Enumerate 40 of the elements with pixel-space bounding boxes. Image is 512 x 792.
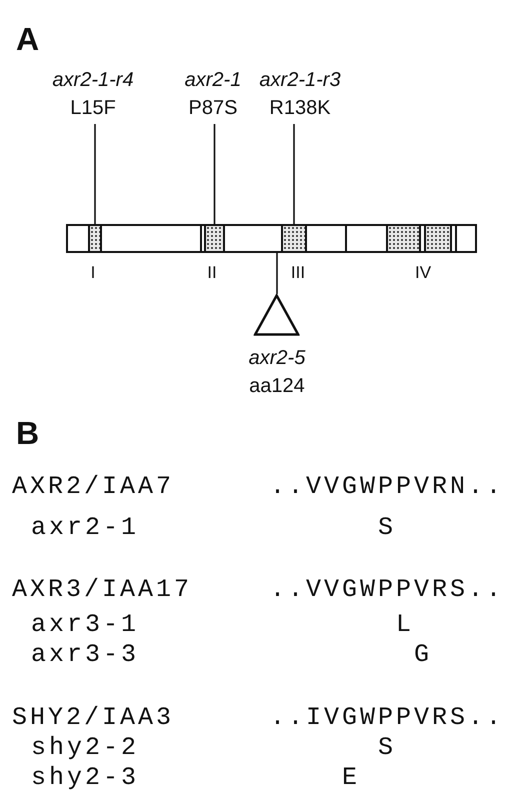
substitution-letter: G <box>414 641 432 669</box>
sequence-text: ..VVGWPPVRN.. <box>270 473 504 501</box>
mutant-name: axr2-1-r3 <box>259 68 341 92</box>
domain-box <box>424 226 452 251</box>
protein-bar <box>66 224 477 253</box>
protein-name: AXR3/IAA17 <box>12 576 192 604</box>
substitution-letter: S <box>378 734 396 762</box>
substitution-letter: S <box>378 514 396 542</box>
domain-box <box>281 226 307 251</box>
substitution-letter: E <box>342 764 360 792</box>
allele-name: axr3-3 <box>31 641 140 669</box>
leader-line <box>214 124 216 226</box>
domain-box <box>88 226 102 251</box>
allele-name: shy2-3 <box>31 764 140 792</box>
domain-label: III <box>290 263 306 283</box>
mutant-name: axr2-1 <box>184 68 242 92</box>
mutant-name: axr2-1-r4 <box>52 68 134 92</box>
protein-name: SHY2/IAA3 <box>12 704 174 732</box>
mutation-label: R138K <box>269 96 331 120</box>
mutation-label: P87S <box>188 96 238 120</box>
domain-label: IV <box>414 263 432 283</box>
position-label: aa124 <box>249 374 305 398</box>
allele-name: axr2-1 <box>31 514 140 542</box>
mutation-label: L15F <box>70 96 116 120</box>
mutant-name: axr2-5 <box>248 346 306 370</box>
panel-letter: B <box>16 416 40 450</box>
domain-box <box>204 226 225 251</box>
panel-letter: A <box>16 22 40 56</box>
leader-line <box>293 124 295 226</box>
substitution-letter: L <box>396 611 414 639</box>
allele-name: shy2-2 <box>31 734 140 762</box>
domain-box <box>386 226 421 251</box>
sequence-text: ..VVGWPPVRS.. <box>270 576 504 604</box>
leader-line <box>94 124 96 226</box>
domain-label: I <box>90 263 96 283</box>
sequence-text: ..IVGWPPVRS.. <box>270 704 504 732</box>
connector-line <box>276 253 278 294</box>
protein-name: AXR2/IAA7 <box>12 473 174 501</box>
domain-label: II <box>207 263 217 283</box>
allele-name: axr3-1 <box>31 611 140 639</box>
